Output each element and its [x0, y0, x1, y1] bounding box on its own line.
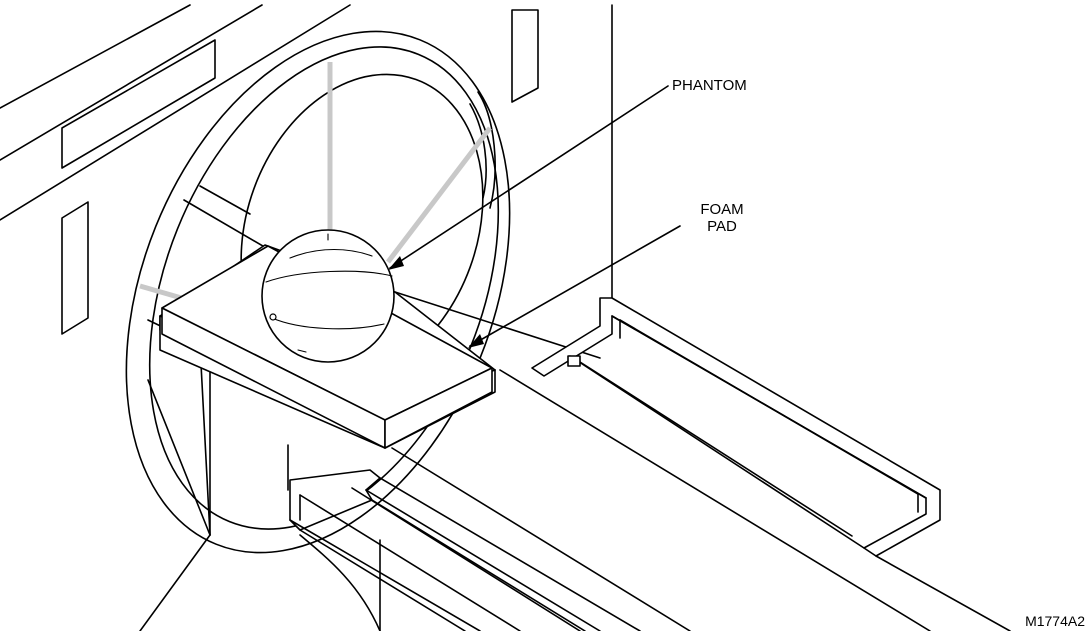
callout-leaders: [388, 85, 681, 348]
phantom-label: PHANTOM: [672, 77, 747, 94]
foam-pad-arrowhead: [468, 334, 484, 348]
figure-code: M1774A2: [1025, 613, 1085, 629]
foam-pad-label-line2: PAD: [707, 218, 737, 235]
foam-pad-label-line1: FOAM: [700, 201, 743, 218]
phantom-sphere: [261, 229, 395, 363]
phantom-arrowhead: [388, 256, 404, 270]
gantry-housing: [0, 4, 613, 335]
right-rail: [531, 297, 1011, 631]
left-rail: [289, 469, 641, 631]
